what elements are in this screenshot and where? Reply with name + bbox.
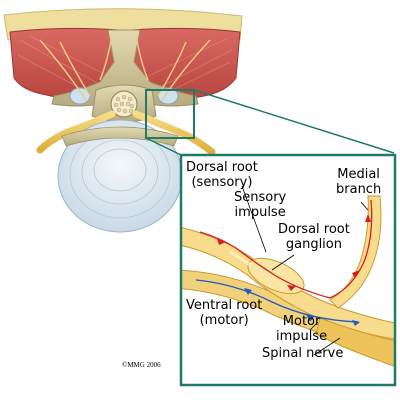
sensory-arrow-1	[365, 214, 371, 222]
label-ventral-root-line1: Ventral root	[186, 298, 263, 313]
label-medial-branch-line1: Medial	[337, 167, 380, 182]
label-dorsal-root: Dorsal root (sensory)	[186, 160, 258, 190]
motor-arrow-3	[352, 320, 360, 326]
inset-border	[179, 153, 397, 387]
left-spinal-nerve	[36, 110, 116, 154]
label-sensory-impulse-line2: impulse	[234, 205, 286, 220]
motor-pathway	[195, 279, 359, 323]
label-sensory-impulse-line1: Sensory	[234, 190, 287, 205]
label-sensory-impulse: Sensory impulse	[234, 190, 286, 220]
label-motor-impulse-line2: impulse	[276, 329, 328, 344]
label-ganglion-line1: Dorsal root	[278, 222, 350, 237]
label-dorsal-root-line2: (sensory)	[191, 175, 253, 190]
sensory-arrow-2	[352, 270, 360, 278]
motor-arrow-2	[306, 314, 314, 322]
zoom-region-box	[145, 89, 195, 139]
label-medial-branch: Medial branch	[336, 167, 381, 197]
label-ventral-root: Ventral root (motor)	[186, 298, 262, 328]
sensory-pathway	[199, 199, 373, 299]
label-motor-impulse-line1: Motor	[282, 314, 321, 329]
label-ventral-root-line2: (motor)	[199, 313, 249, 328]
label-medial-branch-line2: branch	[336, 182, 382, 197]
label-motor-impulse: Motor impulse	[276, 314, 327, 344]
sensory-arrow-4	[217, 239, 226, 245]
label-dorsal-root-ganglion: Dorsal root ganglion	[278, 222, 350, 252]
right-spinal-nerve	[132, 110, 216, 156]
copyright-notice: ©MMG 2006	[122, 361, 161, 369]
sensory-arrow-3	[287, 285, 296, 291]
label-dorsal-root-line1: Dorsal root	[186, 160, 258, 175]
motor-arrow-1	[244, 288, 252, 295]
label-ganglion-line2: ganglion	[285, 237, 342, 252]
label-spinal-nerve: Spinal nerve	[262, 346, 344, 361]
